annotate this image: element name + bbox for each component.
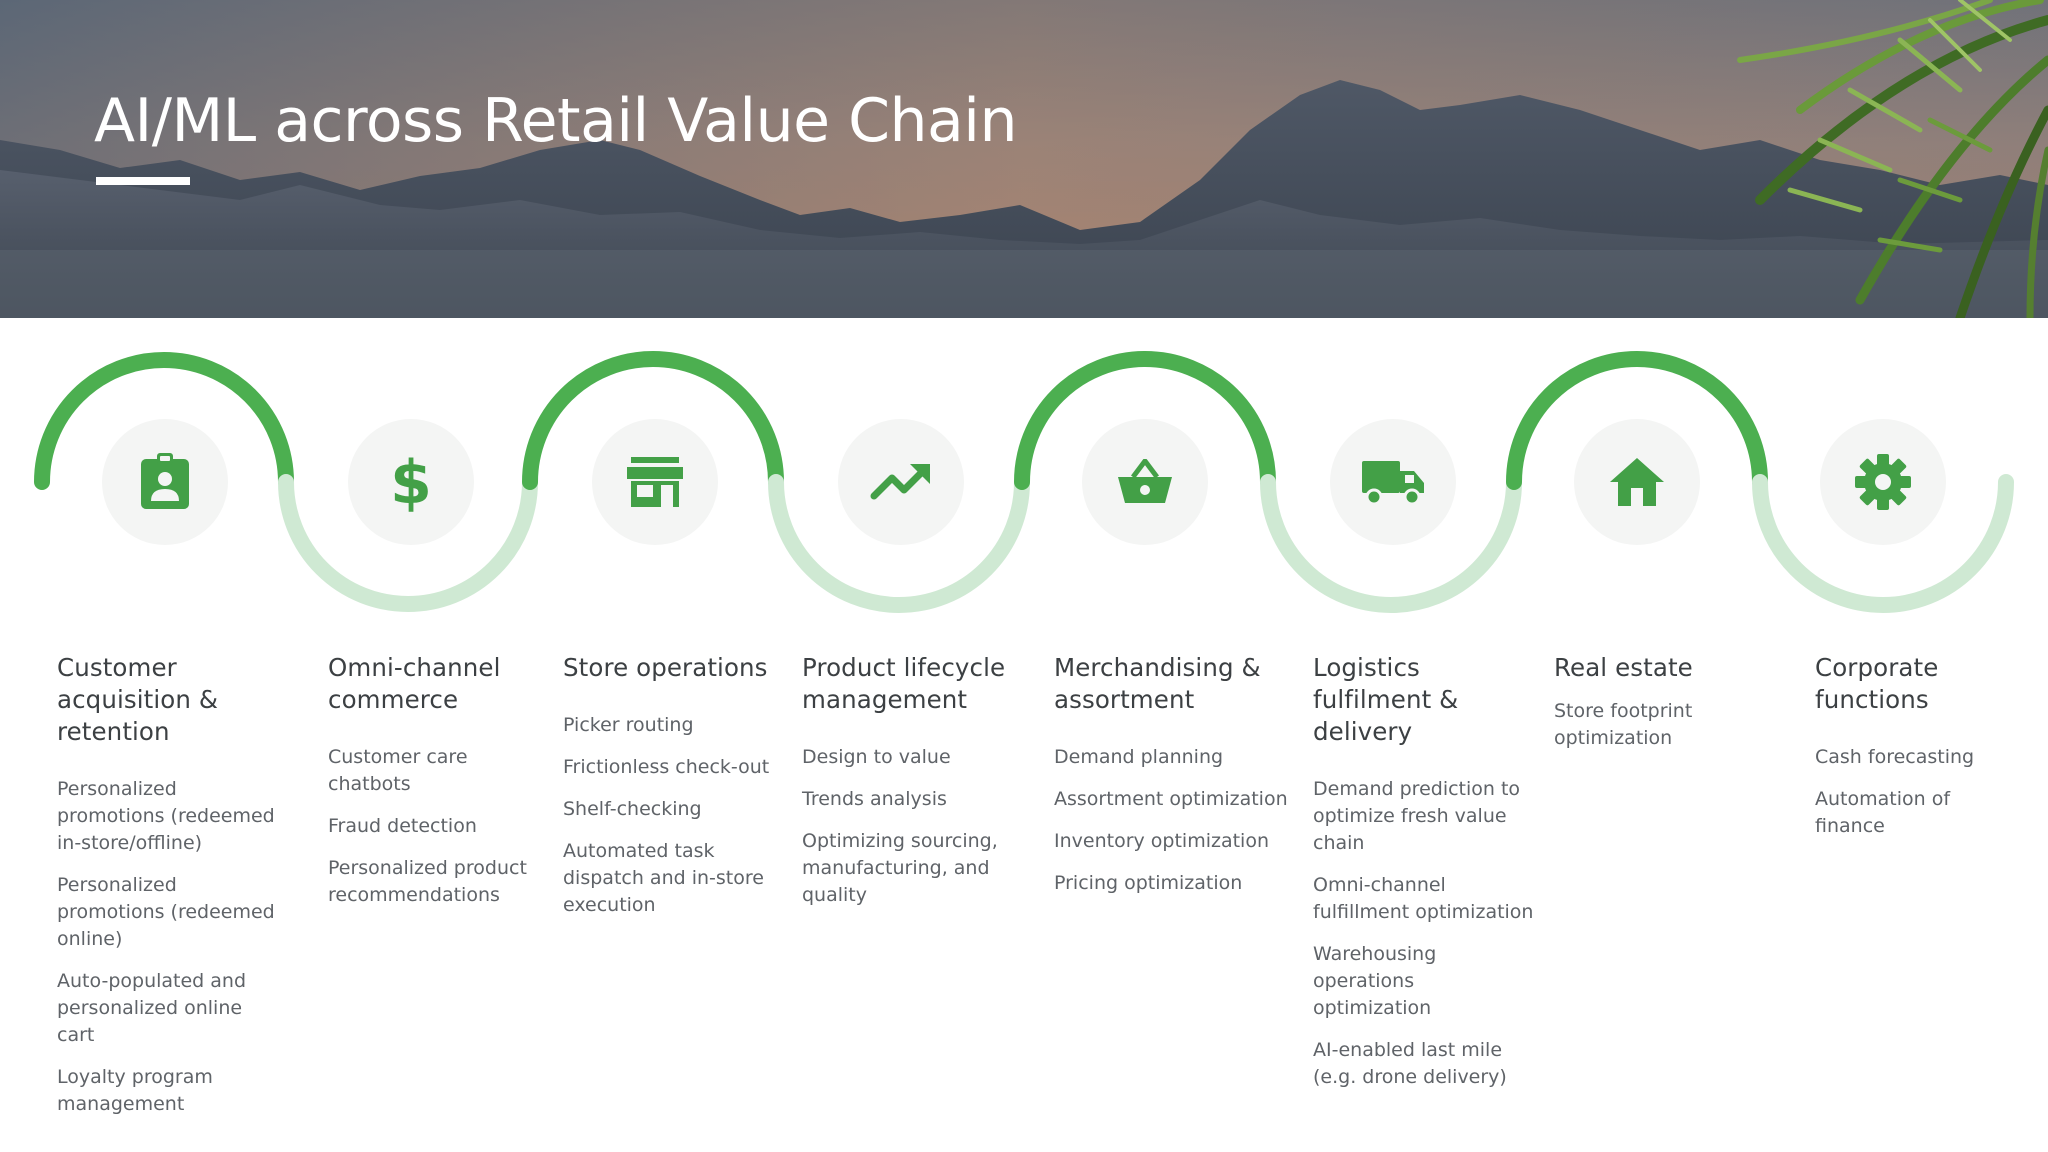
stage-column-logistics: Logistics fulfilment & delivery Demand p… [1313,652,1535,1106]
stage-item: Customer care chatbots [328,746,468,795]
stage-item: Warehousing operations optimization [1313,943,1437,1019]
stage-item: Personalized product recommendations [328,857,527,906]
arc-upper-3 [1014,351,1276,490]
mountain-backdrop [0,0,2048,318]
stage-item: Automation of finance [1815,788,1951,837]
stage-title: Merchandising & assortment [1054,653,1261,714]
stage-title: Real estate [1554,653,1693,682]
stage-item: Personalized promotions (redeemed online… [57,874,275,950]
badge-icon [141,453,189,509]
truck-icon [1362,461,1424,505]
arc-lower-4 [1752,474,2014,613]
stage-item: Demand prediction to optimize fresh valu… [1313,778,1521,854]
arc-upper-1 [34,352,294,490]
stage-item: Auto-populated and personalized online c… [57,970,247,1046]
stage-icon-circle-1 [102,419,228,545]
gear-icon [1855,454,1911,510]
palm-fronds [1737,0,2048,318]
stage-title: Store operations [563,653,768,682]
page-title: AI/ML across Retail Value Chain [94,86,1017,156]
stage-title: Omni-channel commerce [328,653,501,714]
title-underline [96,177,190,185]
stage-title: Corporate functions [1815,653,1939,714]
stage-column-product-lifecycle: Product lifecycle management Design to v… [802,652,1034,924]
arc-lower-2 [768,474,1030,613]
stage-item: Loyalty program management [57,1066,213,1115]
stage-icon-circle-3 [592,419,718,545]
home-icon [1610,458,1664,506]
stage-icon-circle-7 [1574,419,1700,545]
stage-item: Inventory optimization [1054,830,1270,852]
stage-item: Trends analysis [802,788,947,810]
stage-item: Automated task dispatch and in-store exe… [563,840,764,916]
storefront-icon [627,457,683,507]
stage-item: Fraud detection [328,815,477,837]
stage-icon-circle-2: $ [348,419,474,545]
stage-item: Demand planning [1054,746,1224,768]
stage-icon-circle-5 [1082,419,1208,545]
header-banner: AI/ML across Retail Value Chain [0,0,2048,318]
trending-up-icon [870,464,930,500]
stage-item: Optimizing sourcing, manufacturing, and … [802,830,998,906]
arc-lower-1 [278,474,538,612]
stage-item: Picker routing [563,714,694,736]
stage-title: Product lifecycle management [802,653,1006,714]
stage-icon-circle-6 [1330,419,1456,545]
stage-item: Shelf-checking [563,798,702,820]
stage-title: Logistics fulfilment & delivery [1313,653,1459,746]
basket-icon [1118,459,1172,503]
stage-column-real-estate: Real estate Store footprint optimization [1554,652,1754,767]
stage-icon-circle-8 [1820,419,1946,545]
stage-icon-circle-4 [838,419,964,545]
arc-upper-2 [522,351,784,490]
stage-item: Design to value [802,746,951,768]
stage-item: Frictionless check-out [563,756,770,778]
arc-lower-3 [1260,474,1522,613]
stage-column-omnichannel: Omni-channel commerce Customer care chat… [328,652,546,924]
stage-column-corporate: Corporate functions Cash forecasting Aut… [1815,652,2020,855]
arc-upper-4 [1506,351,1768,490]
stage-column-merchandising: Merchandising & assortment Demand planni… [1054,652,1302,912]
stage-item: Omni-channel fulfillment optimization [1313,874,1534,923]
stage-item: Pricing optimization [1054,872,1243,894]
dollar-icon: $ [391,451,431,513]
stage-title: Customer acquisition & retention [57,653,219,746]
stage-item: Assortment optimization [1054,788,1288,810]
stage-item: Cash forecasting [1815,746,1975,768]
stage-item: Personalized promotions (redeemed in-sto… [57,778,275,854]
value-chain-wave [34,351,2014,613]
stage-item: Store footprint optimization [1554,700,1693,749]
stage-column-store-ops: Store operations Picker routing Friction… [563,652,779,934]
stage-column-customer: Customer acquisition & retention Persona… [57,652,283,1133]
stage-item: AI-enabled last mile (e.g. drone deliver… [1313,1039,1507,1088]
svg-text:$: $ [391,451,431,513]
